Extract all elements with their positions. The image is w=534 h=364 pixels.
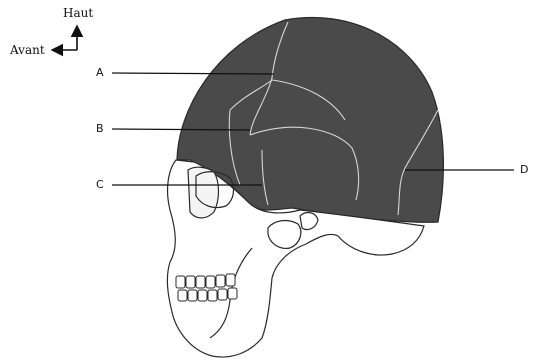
label-a: A <box>96 66 104 79</box>
label-d: D <box>520 163 528 176</box>
orientation-forward-label: Avant <box>10 43 45 57</box>
label-c: C <box>96 178 104 191</box>
orientation-arrows <box>52 26 77 50</box>
label-b: B <box>96 122 104 135</box>
orientation-up-label: Haut <box>63 6 93 20</box>
